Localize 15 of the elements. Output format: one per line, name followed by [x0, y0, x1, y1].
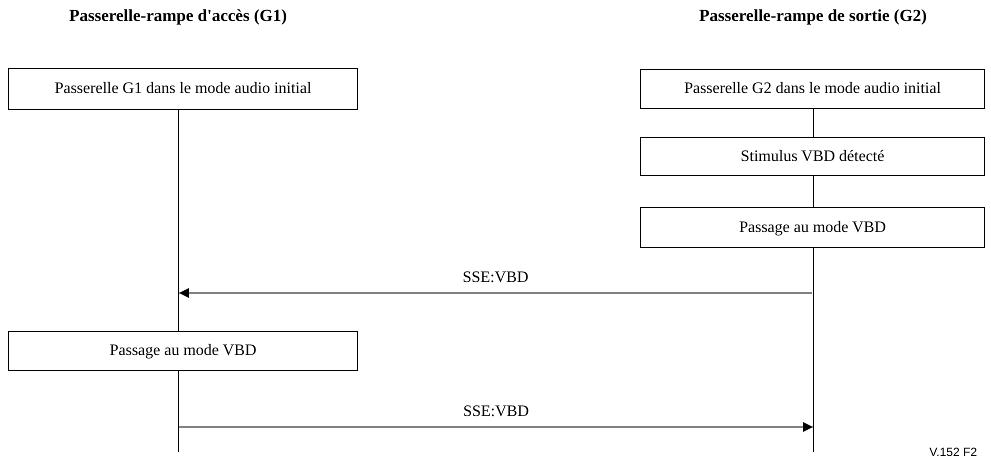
state-box: Passerelle G1 dans le mode audio initial: [8, 68, 358, 110]
lifeline: [178, 110, 179, 331]
figure-number: V.152 F2: [929, 445, 977, 459]
lifeline-segment: [813, 108, 814, 138]
message-arrow: [178, 422, 814, 432]
state-box: Passerelle G2 dans le mode audio initial: [640, 69, 985, 109]
message-arrow: [178, 288, 812, 298]
lifeline-segment: [813, 176, 814, 208]
state-box: Passage au mode VBD: [640, 207, 985, 248]
state-box: Stimulus VBD détecté: [640, 137, 985, 176]
lifeline-heading: Passerelle-rampe d'accès (G1): [69, 6, 287, 26]
lifeline: [178, 371, 179, 452]
state-box: Passage au mode VBD: [8, 331, 358, 371]
lifeline-heading: Passerelle-rampe de sortie (G2): [699, 6, 927, 26]
lifeline: [813, 248, 814, 452]
